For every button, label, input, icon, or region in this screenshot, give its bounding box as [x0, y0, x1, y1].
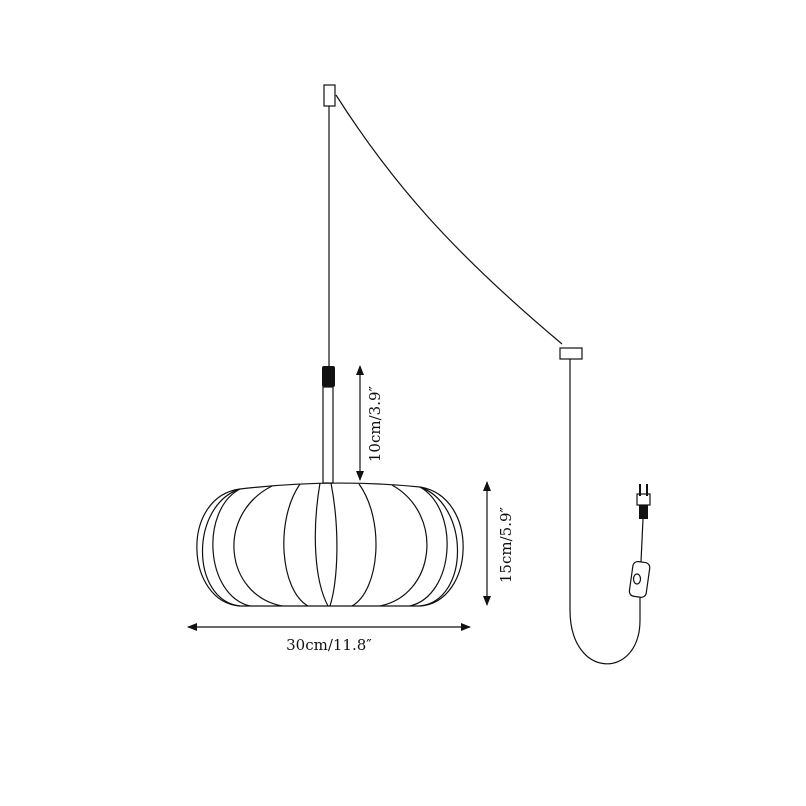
- drop-length-label: 10cm/3.9″: [366, 385, 384, 462]
- plug-icon: [636, 484, 651, 519]
- plug-cord: [569, 359, 641, 665]
- lamp-rod: [322, 386, 334, 484]
- ceiling-canopy: [323, 84, 336, 107]
- inline-switch: [628, 560, 651, 598]
- cord-connector: [322, 366, 335, 387]
- swag-hook: [559, 347, 583, 360]
- switch-cord: [640, 518, 644, 563]
- swag-cord: [335, 94, 563, 345]
- shade-width-label: 30cm/11.8″: [286, 636, 372, 654]
- shade-height-label: 15cm/5.9″: [497, 506, 515, 583]
- lamp-shade: [196, 482, 464, 607]
